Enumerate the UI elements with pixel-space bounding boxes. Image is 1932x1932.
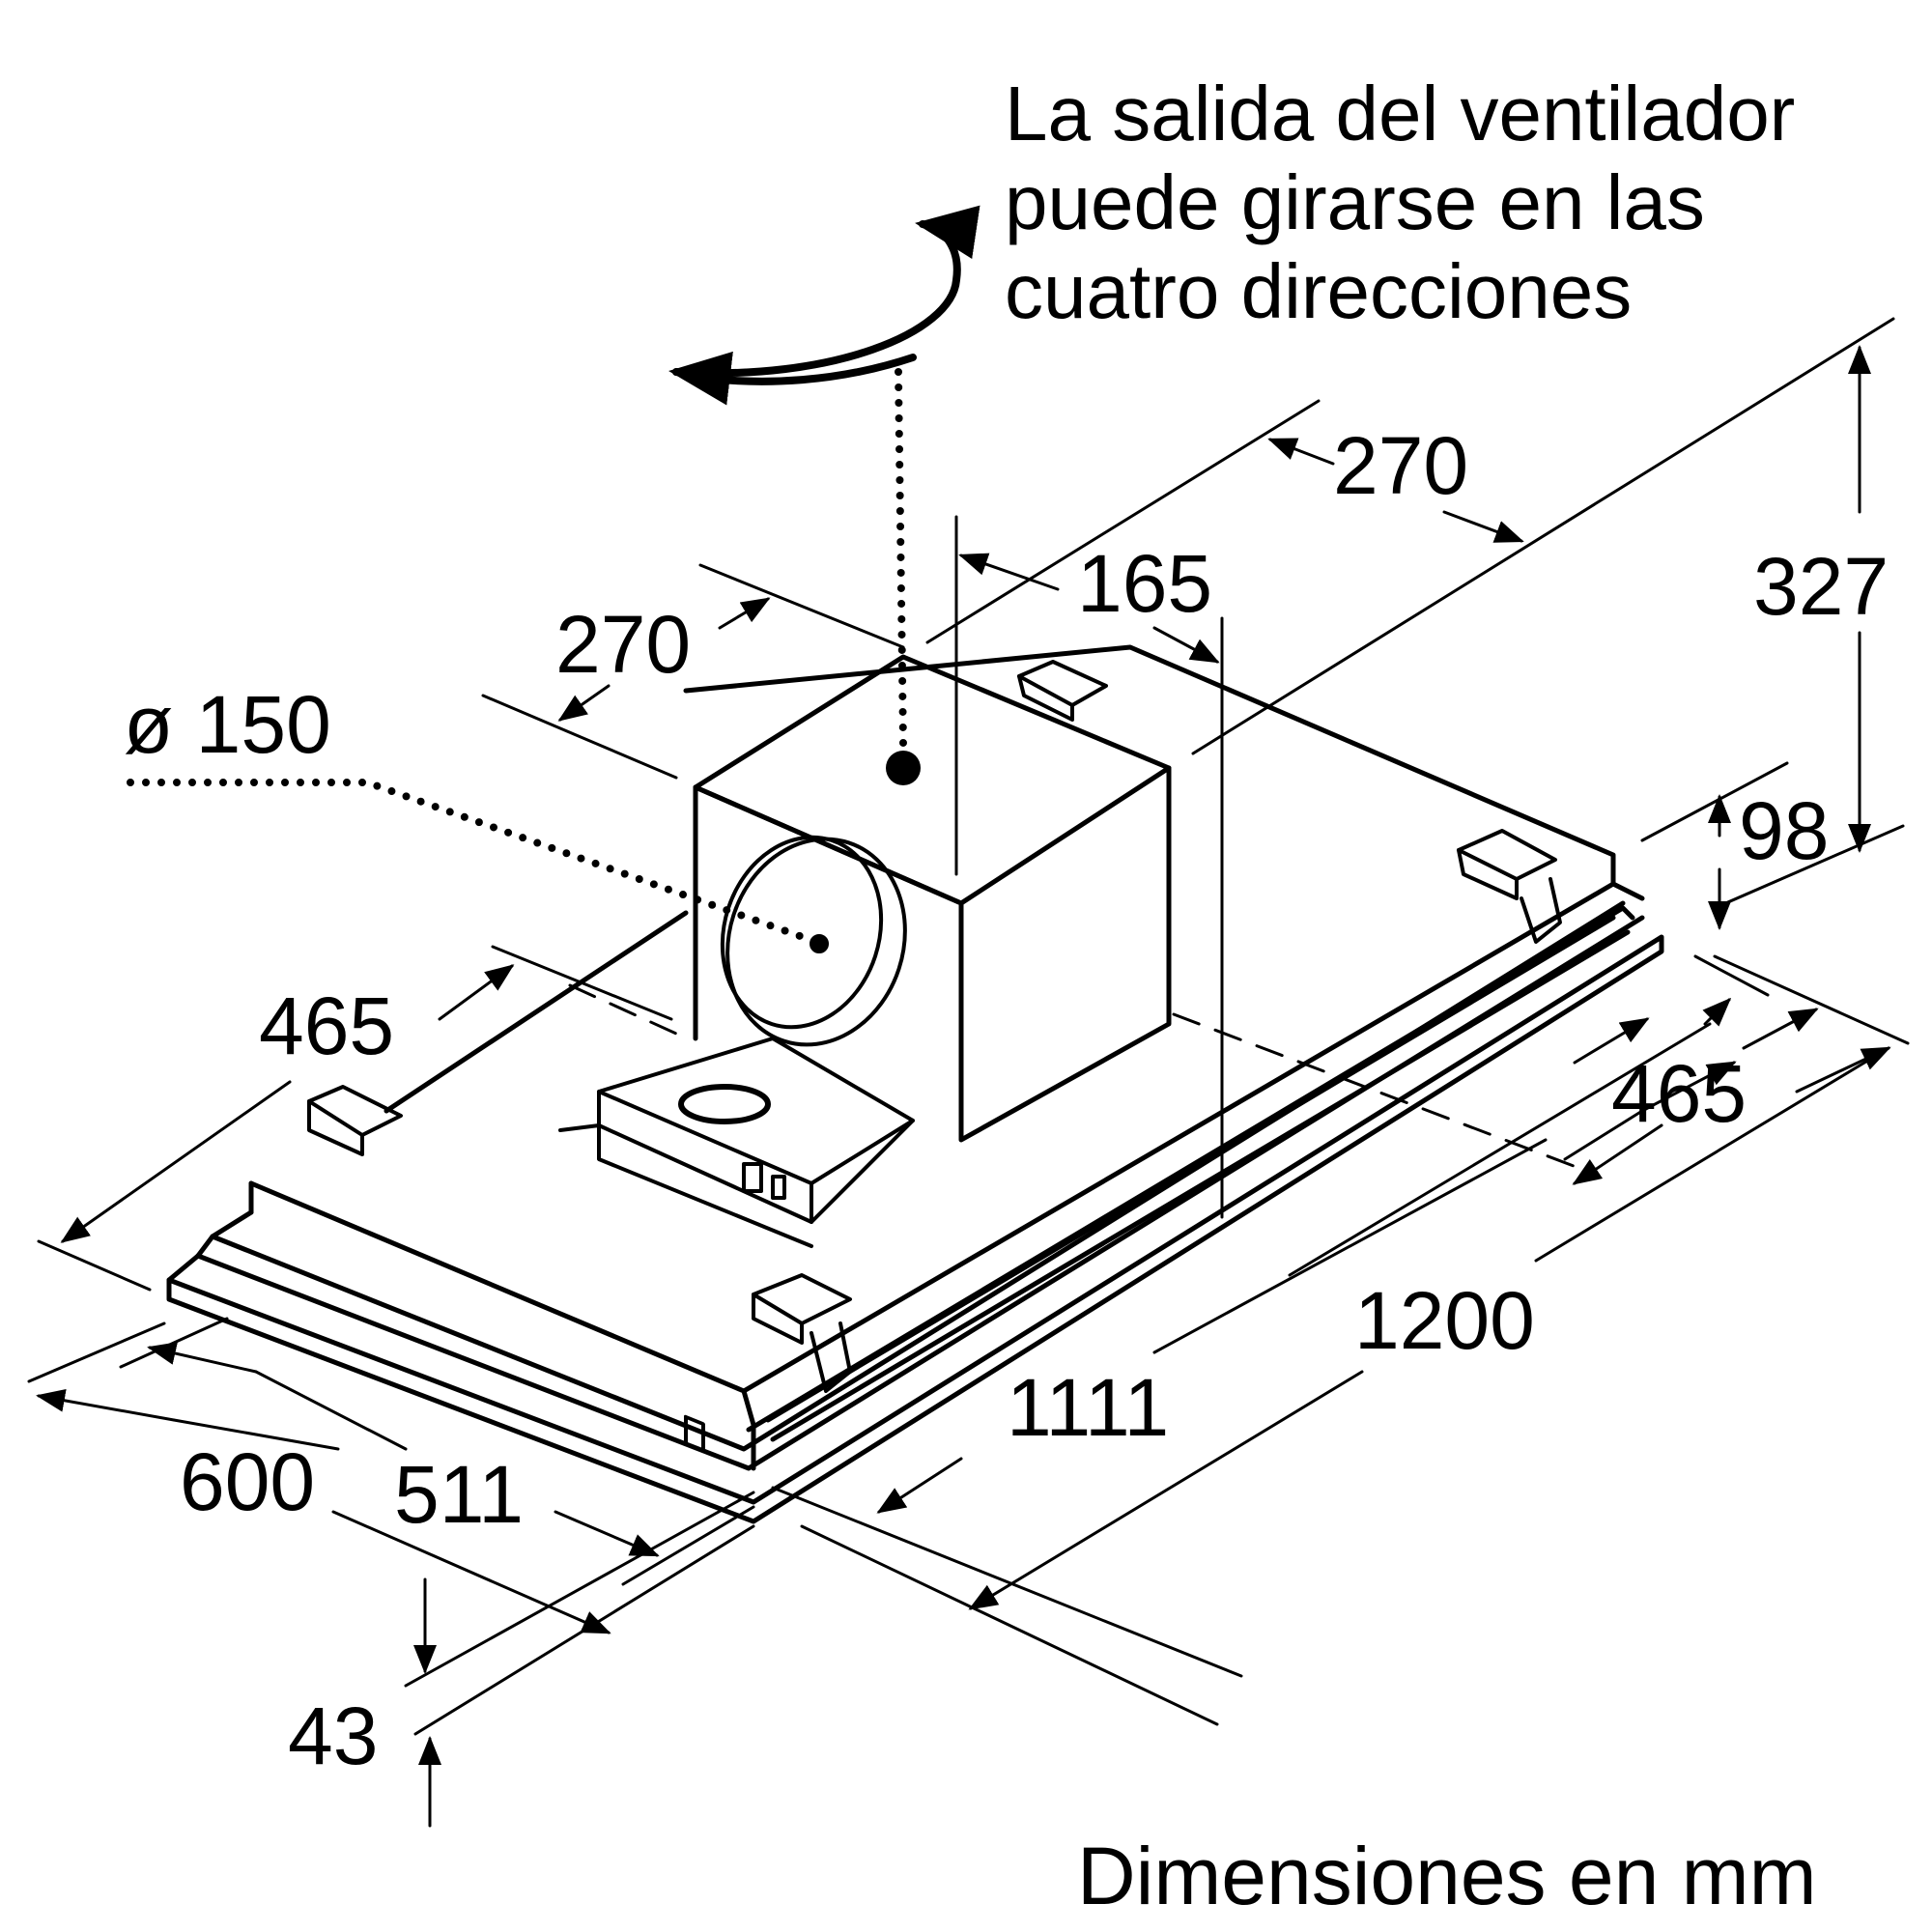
dim-height-total: 327	[1753, 541, 1889, 632]
hood-frame	[166, 881, 1664, 1524]
dim-length-outer: 1200	[1354, 1275, 1535, 1366]
dim-outlet-diameter: ø 150	[124, 679, 331, 770]
dim-box-width: 270	[555, 599, 692, 690]
rotation-note-line-2: puede girarse en las	[1005, 159, 1705, 245]
dim-frame-thickness: 43	[288, 1690, 379, 1781]
rotation-note-line-1: La salida del ventilador	[1005, 71, 1796, 156]
dim-depth-left: 465	[259, 980, 395, 1071]
hidden-lines	[568, 983, 1596, 1176]
mounting-brackets	[307, 660, 1562, 1393]
units-note: Dimensiones en mm	[1077, 1831, 1817, 1921]
dim-depth-right: 465	[1611, 1048, 1747, 1139]
rotate-arrow-icon	[668, 205, 980, 406]
dotted-leaders	[127, 368, 907, 946]
rotation-note-line-3: cuatro direcciones	[1005, 248, 1633, 334]
dim-top-depth: 270	[1333, 420, 1469, 511]
outlet-center-marker	[886, 751, 921, 785]
dim-width-inner: 511	[394, 1449, 524, 1540]
motor-box	[693, 654, 1172, 1143]
control-panel-icon	[558, 1037, 915, 1454]
dim-top-offset: 165	[1077, 538, 1213, 629]
dimension-lines	[27, 317, 1910, 1828]
dim-width-outer: 600	[180, 1436, 316, 1527]
dim-length-inner: 1111	[1007, 1362, 1170, 1453]
dim-height-body: 98	[1739, 785, 1830, 876]
rotation-note: La salida del ventilador puede girarse e…	[1005, 70, 1795, 336]
